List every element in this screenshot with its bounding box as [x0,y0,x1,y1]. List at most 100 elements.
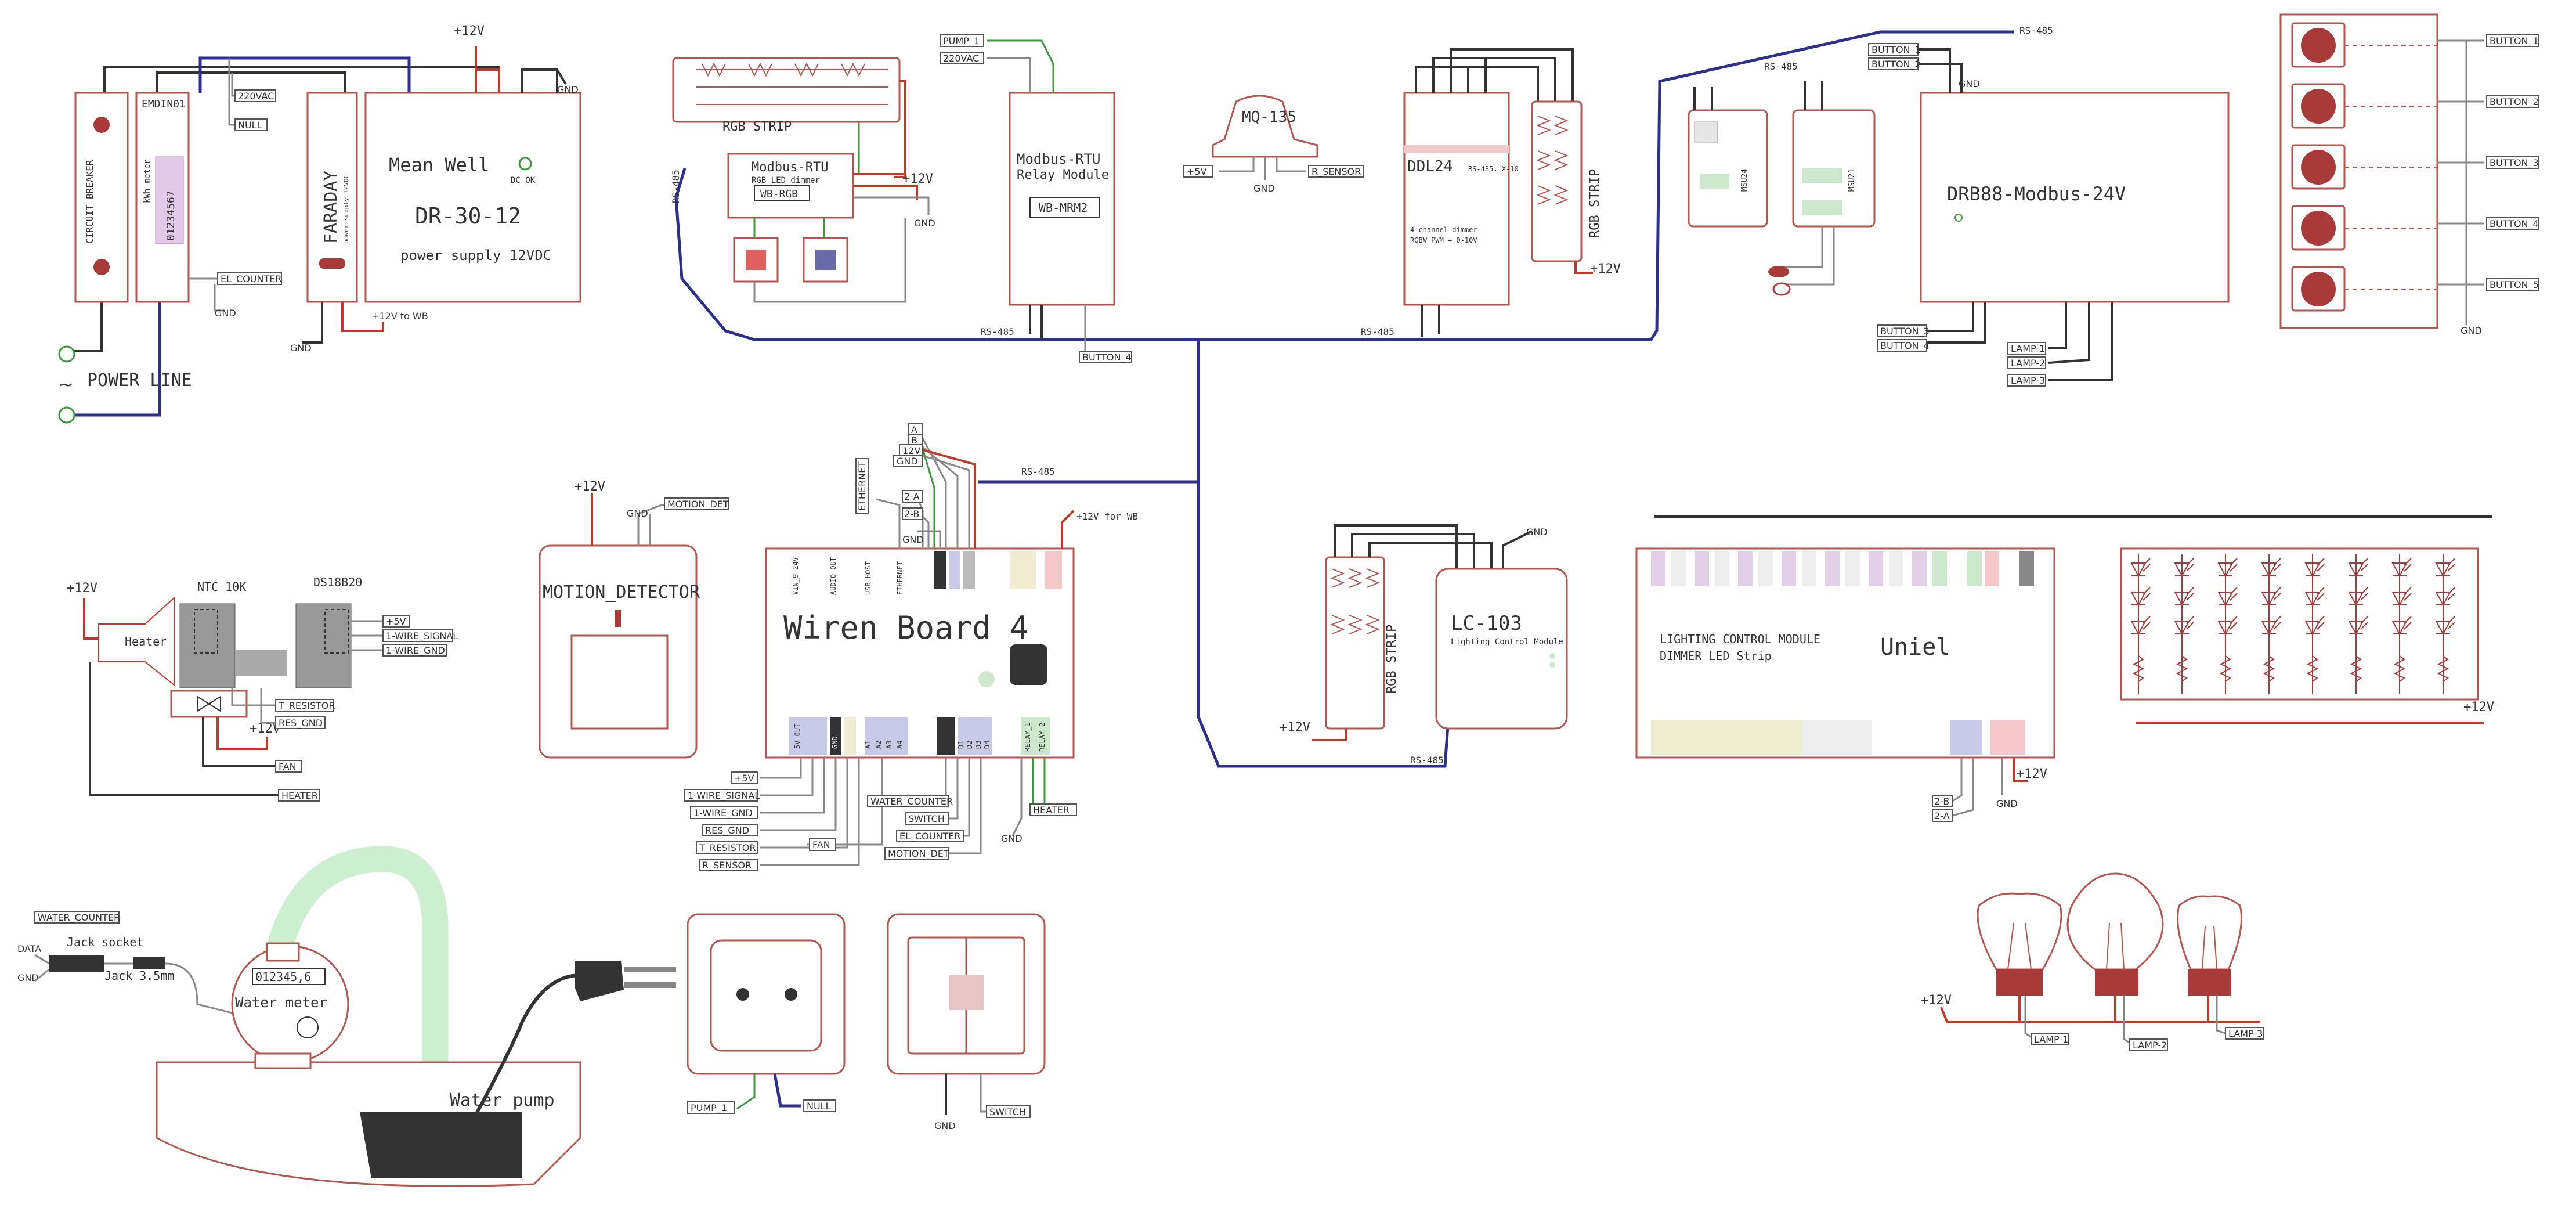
wb4-rs485-block [934,551,946,589]
socket-pump-label: PUMP_1 [691,1102,727,1114]
wb-rgb-model: WB-RGB [760,188,798,200]
wb-rgb-model-box [754,185,810,201]
uniel-title: Uniel [1880,634,1950,661]
wb4-button[interactable] [1010,644,1047,685]
wb4-b5v-tag [731,771,758,784]
ddl24-section: DDL24 RS-485, X-10 4-channel dimmer RGBW… [1403,48,1621,337]
rs485-label-7: RS-485 [670,170,681,203]
panel-btn5-tag [2486,278,2539,291]
heat-5v-tag [382,615,410,628]
wb4-led [978,671,995,687]
ddl24-sub: RS-485, X-10 [1468,165,1519,173]
heater-section: +12V Heater NTC 10K DS18B20 +12V +5V 1-W… [67,575,458,802]
wb4-title: Wiren Board 4 [783,610,1029,646]
heater-element [98,596,175,687]
rgb-strip-1 [672,57,901,123]
wb4-bpin-d2: D2 [966,741,974,749]
fan-icon [197,695,221,712]
led-array-section: +12V [2120,547,2494,715]
rs485-label-4: RS-485 [2019,25,2053,36]
uniel-2b-tag [1932,795,1953,807]
rs485-label-2: RS-485 [1361,326,1394,337]
water-meter-reading: 012345,6 [255,970,311,984]
wb4-gnd-label: GND [897,456,918,467]
jack-socket-label: Jack socket [67,935,143,949]
relay-220-tag [940,52,984,64]
null-label: NULL [238,120,262,131]
wb4-2a-label: 2-A [904,491,920,502]
rgb-strip-2-label: RGB STRIP [1588,169,1602,238]
wb4-gnd-top: GND [902,534,924,545]
wb4-bpin-d3: D3 [974,741,982,749]
ntc-sensor [179,603,236,688]
panel-button-5[interactable] [2291,266,2346,312]
uniel-line-1: LIGHTING CONTROL MODULE [1660,632,1820,646]
power-terminal-2 [58,406,75,424]
rgb-strip-3-label: RGB STRIP [1385,625,1399,694]
drb88-section: DRB88-Modbus-24V BUTTON_1 BUTTON_2 BUTTO… [1868,43,2230,387]
heater-label: Heater [125,634,167,648]
led-column [2304,554,2325,694]
dc-ok-led [518,157,532,171]
led-column [2348,554,2368,694]
wb4-btres: T_RESISTOR [699,842,756,854]
water-meter-label: Water meter [235,994,327,1011]
wb4-pin-usb: USB_HOST [864,561,872,595]
v12-label-meanwell: +12V [454,24,485,38]
drb-btn2-tag [1868,57,1919,70]
msu-b-indicator [1802,168,1842,183]
panel-button-1[interactable] [2291,22,2346,68]
relay-sub: Relay Module [1017,168,1109,182]
wb4-2b-label: 2-B [904,509,919,520]
wb4-bpin-gnd: GND [831,736,839,749]
wb4-2b-tag [902,507,923,520]
heater-v12-label: +12V [67,581,97,596]
gnd-label-meter: GND [215,308,236,319]
led-column [2261,554,2281,694]
msu-a-sensor-window [1694,121,1718,143]
v220-label: 220VAC [238,91,274,102]
switch-switch-tag [986,1105,1031,1118]
rs485-label-5: RS-485 [1021,466,1055,477]
wb4-pin-vin: VIN_9-24V [792,557,800,595]
wb4-bel: EL_COUNTER [899,831,960,842]
panel-button-2[interactable] [2291,83,2346,129]
wb4-bsens-tag [699,859,758,871]
motion-det-tag [664,497,729,510]
jack-socket [49,955,104,972]
jack35-label: Jack 3.5mm [104,969,174,983]
water-counter-label: WATER_COUNTER [38,912,120,924]
uniel-bottom-blocks [1651,720,2025,755]
drb-btn2: BUTTON_2 [1872,59,1921,70]
bulbs-section: +12V LAMP-1 LAMP-2 LAMP-3 [1921,872,2264,1051]
drb-btn4: BUTTON_4 [1880,340,1930,352]
wb4-gnd-tag [893,455,923,467]
relay-model-box [1029,197,1100,218]
rs485-label-6: RS-485 [1410,755,1444,766]
wb4-bheat-tag [1029,803,1077,816]
power-terminal-1 [58,345,75,363]
heat-1wire-tag [382,629,453,642]
wb4-block-2 [949,551,960,589]
ddl24-desc: 4-channel dimmer [1410,226,1477,234]
rgb-strip-1-label: RGB STRIP [722,120,792,134]
water-pump-label: Water pump [450,1090,555,1110]
msu-a-indicator [1700,174,1729,189]
uniel-2b: 2-B [1934,796,1949,807]
gnd-label-wbrgb: GND [914,218,935,229]
bulb-3-tag [2225,1027,2264,1040]
panel-button-4[interactable] [2291,205,2346,251]
drb-btn1-tag [1868,43,1919,56]
mq-5v-tag [1183,165,1213,178]
el-counter-tag [217,272,282,285]
led-column [2174,554,2194,694]
lc103-module [1435,568,1568,730]
relay-title: Modbus-RTU [1017,151,1101,167]
heat-resgnd: RES_GND [279,717,323,729]
switch-section: GND SWITCH [887,913,1046,1131]
panel-gnd-label: GND [2461,325,2482,336]
panel-button-3[interactable] [2291,144,2346,190]
motion-det-label: MOTION_DET [667,499,729,510]
uniel-line-2: DIMMER LED Strip [1660,649,1772,663]
